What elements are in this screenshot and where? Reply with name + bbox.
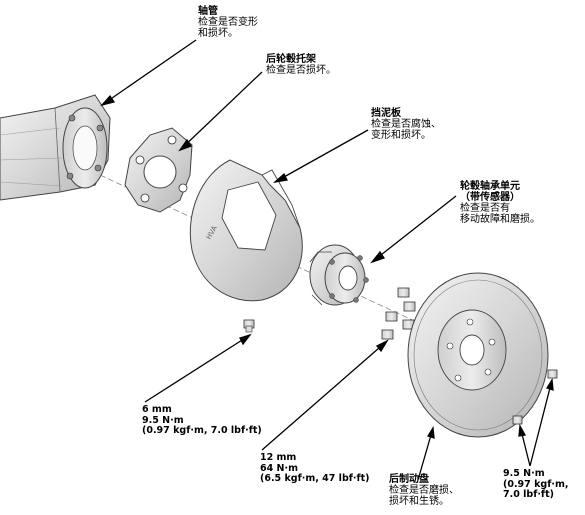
disc-screw-torque-imperial-2: 7.0 lbf·ft) — [503, 489, 554, 500]
axle-housing-title: 轴管 — [198, 6, 218, 17]
axle-housing-desc-1: 检查是否变形 — [198, 17, 258, 28]
shield-bolt-part — [243, 319, 255, 333]
hub-bolt-torque-spec: 12 mm 64 N·m (6.5 kgf·m, 47 lbf·ft) — [260, 452, 370, 485]
disc-screw-torque-imperial-1: (0.97 kgf·m, — [503, 478, 569, 490]
hub-bearing-unit-part — [309, 244, 369, 306]
axle-housing-part — [0, 94, 111, 201]
knuckle-bracket-callout: 后轮毂托架 检查是否损坏。 — [266, 54, 336, 76]
hub-bearing-title: 轮毂轴承单元 — [460, 181, 520, 192]
splash-shield-part: HVA — [189, 159, 303, 302]
brake-disc-title: 后制动盘 — [389, 474, 429, 485]
brake-disc-callout: 后制动盘 检查是否磨损、 损坏和生锈。 — [389, 474, 459, 507]
axis-centerline — [99, 174, 521, 371]
hub-bearing-callout: 轮毂轴承单元 （带传感器） 检查是否有 移动故障和磨损。 — [460, 181, 540, 225]
knuckle-bracket-desc-1: 检查是否损坏。 — [266, 65, 336, 76]
shield-bolt-size: 6 mm — [142, 404, 172, 415]
axle-housing-callout: 轴管 检查是否变形 和损坏。 — [198, 6, 258, 39]
brake-disc-part — [407, 272, 549, 438]
knuckle-bracket-part — [124, 127, 193, 213]
shield-bolt-torque-nm: 9.5 N·m — [142, 414, 184, 426]
hub-bolt-torque-nm: 64 N·m — [260, 462, 298, 474]
splash-shield-callout: 挡泥板 检查是否腐蚀、 变形和损坏。 — [371, 108, 441, 141]
hub-bearing-desc-1: 检查是否有 — [460, 203, 510, 214]
axle-housing-desc-2: 和损坏。 — [198, 28, 238, 39]
shield-bolt-torque-spec: 6 mm 9.5 N·m (0.97 kgf·m, 7.0 lbf·ft) — [142, 404, 262, 437]
hub-bolt-size: 12 mm — [260, 452, 297, 463]
splash-shield-title: 挡泥板 — [371, 108, 401, 119]
hub-bearing-desc-2: 移动故障和磨损。 — [460, 214, 540, 225]
disc-screw-torque-nm: 9.5 N·m — [503, 468, 545, 479]
shield-bolt-torque-imperial: (0.97 kgf·m, 7.0 lbf·ft) — [142, 425, 262, 436]
disc-screw-torque-spec: 9.5 N·m (0.97 kgf·m, 7.0 lbf·ft) — [503, 468, 569, 501]
splash-shield-desc-1: 检查是否腐蚀、 — [371, 119, 441, 130]
disc-screws-part — [512, 369, 558, 425]
leader-lines — [100, 39, 554, 481]
brake-disc-desc-2: 损坏和生锈。 — [389, 496, 449, 507]
splash-shield-desc-2: 变形和损坏。 — [371, 130, 431, 141]
hub-bearing-title-2: （带传感器） — [460, 192, 520, 203]
brake-disc-desc-1: 检查是否磨损、 — [389, 485, 459, 496]
hub-bolts-part — [381, 287, 416, 340]
knuckle-bracket-title: 后轮毂托架 — [266, 54, 316, 65]
hub-bolt-torque-imperial: (6.5 kgf·m, 47 lbf·ft) — [260, 473, 370, 484]
